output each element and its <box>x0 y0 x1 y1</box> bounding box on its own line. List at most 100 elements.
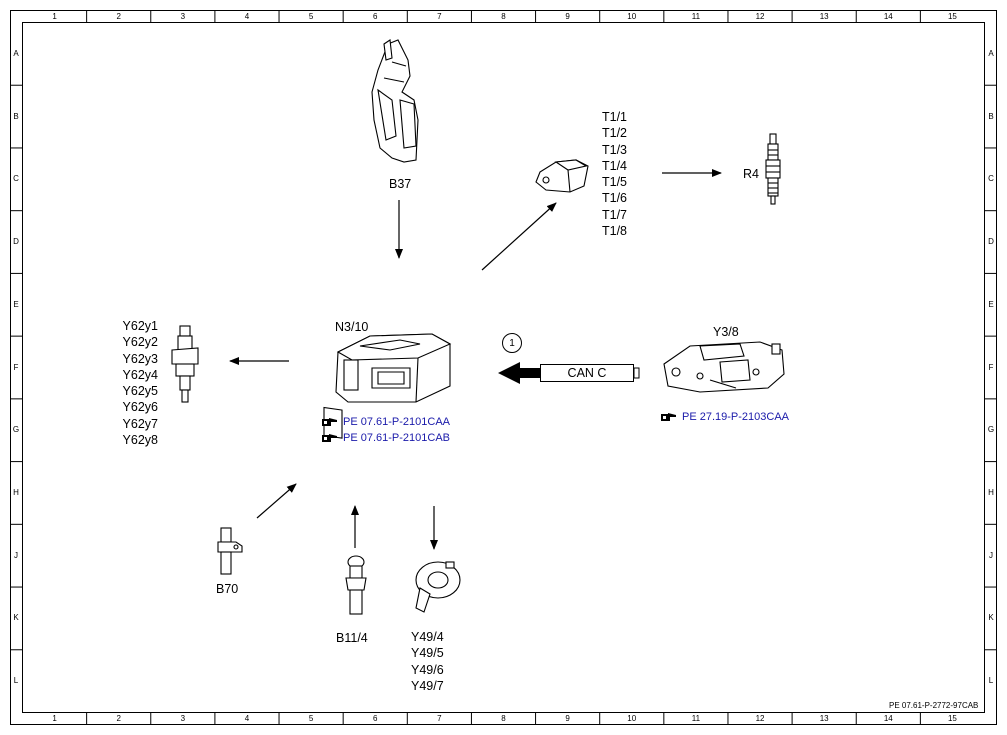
r4-spark-plug-icon <box>765 133 781 205</box>
y62-fuel-injector-icon <box>171 325 199 403</box>
grid-column-label: 12 <box>755 714 765 723</box>
grid-column-label: 3 <box>180 714 186 723</box>
y49-label: Y49/7 <box>411 678 444 693</box>
grid-row-label: A <box>988 48 994 58</box>
n3-10-ref-2-text: PE 07.61-P-2101CAB <box>343 432 451 444</box>
grid-column-label: 8 <box>501 714 506 723</box>
y62-label: Y62y8 <box>122 433 158 448</box>
arrow-b70-to-n3-10 <box>256 483 297 519</box>
grid-row-label: F <box>988 362 994 372</box>
callout-1: 1 <box>502 333 522 353</box>
grid-row-label: H <box>13 487 19 497</box>
n3-10-ref-2[interactable]: PE 07.61-P-2101CAB <box>322 432 450 444</box>
grid-row-label: K <box>988 613 994 623</box>
y49-label: Y49/4 <box>411 630 444 644</box>
grid-column-label: 14 <box>883 12 893 21</box>
pointing-hand-icon <box>661 412 677 422</box>
grid-column-label: 9 <box>565 12 570 21</box>
grid-row-label: A <box>13 48 19 58</box>
document-id: PE 07.61-P-2772-97CAB <box>889 701 979 710</box>
y62-labels: Y62y1 Y62y2 Y62y3 Y62y4 Y62y5 Y62y6 Y62y… <box>112 318 158 448</box>
t1-label: T1/1 <box>602 110 628 124</box>
grid-column-label: 13 <box>819 714 829 723</box>
grid-row-label: C <box>13 174 19 184</box>
grid-column-label: 2 <box>116 12 121 21</box>
inner-frame <box>22 22 985 713</box>
y62-label: Y62y7 <box>122 416 158 431</box>
y62-label: Y62y3 <box>122 351 158 366</box>
y49-label: Y49/6 <box>411 662 444 677</box>
y3-8-transmission-control-icon <box>663 341 785 393</box>
grid-column-label: 1 <box>52 714 57 723</box>
grid-row-label: J <box>989 550 993 560</box>
y3-8-ref[interactable]: PE 27.19-P-2103CAA <box>661 411 789 423</box>
y62-label: Y62y4 <box>122 367 158 382</box>
grid-column-label: 10 <box>627 714 637 723</box>
pointing-hand-icon <box>322 433 338 443</box>
grid-row-label: L <box>988 676 994 686</box>
grid-row-label: K <box>13 613 19 623</box>
can-c-label: CAN C <box>540 364 634 382</box>
grid-column-label: 3 <box>180 12 186 21</box>
y49-label: Y49/5 <box>411 646 444 661</box>
grid-column-label: 7 <box>437 714 442 723</box>
grid-column-label: 9 <box>565 714 570 723</box>
grid-column-label: 12 <box>755 12 765 21</box>
grid-row-label: G <box>987 425 995 435</box>
y3-8-label: Y3/8 <box>713 325 739 339</box>
n3-10-label: N3/10 <box>335 320 369 334</box>
outer-frame <box>10 10 997 725</box>
n3-10-ref-1[interactable]: PE 07.61-P-2101CAA <box>322 416 450 428</box>
grid-column-label: 6 <box>372 714 378 723</box>
pointing-hand-icon <box>322 417 338 427</box>
arrow-n3-10-to-t1 <box>481 202 557 271</box>
r4-label: R4 <box>743 167 759 181</box>
t1-ignition-coil-icon <box>535 159 589 193</box>
t1-label: T1/7 <box>602 207 628 222</box>
grid-column-label: 15 <box>947 12 957 21</box>
grid-column-label: 1 <box>52 12 57 21</box>
y62-label: Y62y1 <box>122 319 158 333</box>
y3-8-ref-text: PE 27.19-P-2103CAA <box>682 411 790 423</box>
t1-label: T1/4 <box>602 158 628 173</box>
grid-row-label: B <box>13 111 19 121</box>
grid-row-label: C <box>988 174 994 184</box>
t1-label: T1/8 <box>602 224 628 239</box>
t1-labels: T1/1 T1/2 T1/3 T1/4 T1/5 T1/6 T1/7 T1/8 <box>602 109 627 239</box>
grid-row-label: H <box>988 487 994 497</box>
grid-row-label: B <box>988 111 994 121</box>
b70-crankshaft-sensor-icon <box>217 527 243 575</box>
y62-label: Y62y6 <box>122 400 158 415</box>
can-bus-arrow <box>498 362 640 384</box>
y62-label: Y62y5 <box>122 384 158 399</box>
grid-row-label: D <box>988 237 994 247</box>
grid-column-label: 11 <box>691 714 701 723</box>
n3-10-control-unit-icon <box>323 333 452 439</box>
t1-label: T1/2 <box>602 126 628 141</box>
b70-label: B70 <box>216 582 239 596</box>
b11-4-coolant-sensor-icon <box>345 555 367 615</box>
t1-label: T1/6 <box>602 191 628 206</box>
grid-column-label: 8 <box>501 12 506 21</box>
grid-column-label: 14 <box>883 714 893 723</box>
grid-column-label: 6 <box>372 12 378 21</box>
grid-row-label: J <box>14 550 18 560</box>
b37-label: B37 <box>389 177 412 191</box>
grid-column-label: 5 <box>308 714 314 723</box>
grid-column-label: 4 <box>244 12 250 21</box>
t1-label: T1/5 <box>602 175 628 190</box>
grid-ticks <box>10 10 997 725</box>
y49-labels: Y49/4 Y49/5 Y49/6 Y49/7 <box>411 629 444 694</box>
t1-label: T1/3 <box>602 142 628 157</box>
n3-10-ref-1-text: PE 07.61-P-2101CAA <box>343 416 451 428</box>
grid-column-label: 11 <box>691 12 701 21</box>
grid-row-label: F <box>13 362 19 372</box>
y62-label: Y62y2 <box>122 335 158 350</box>
grid-column-label: 13 <box>819 12 829 21</box>
b11-4-label: B11/4 <box>336 631 368 645</box>
grid-column-label: 4 <box>244 714 250 723</box>
grid-column-label: 5 <box>308 12 314 21</box>
grid-row-label: E <box>988 299 994 309</box>
grid-column-label: 7 <box>437 12 442 21</box>
